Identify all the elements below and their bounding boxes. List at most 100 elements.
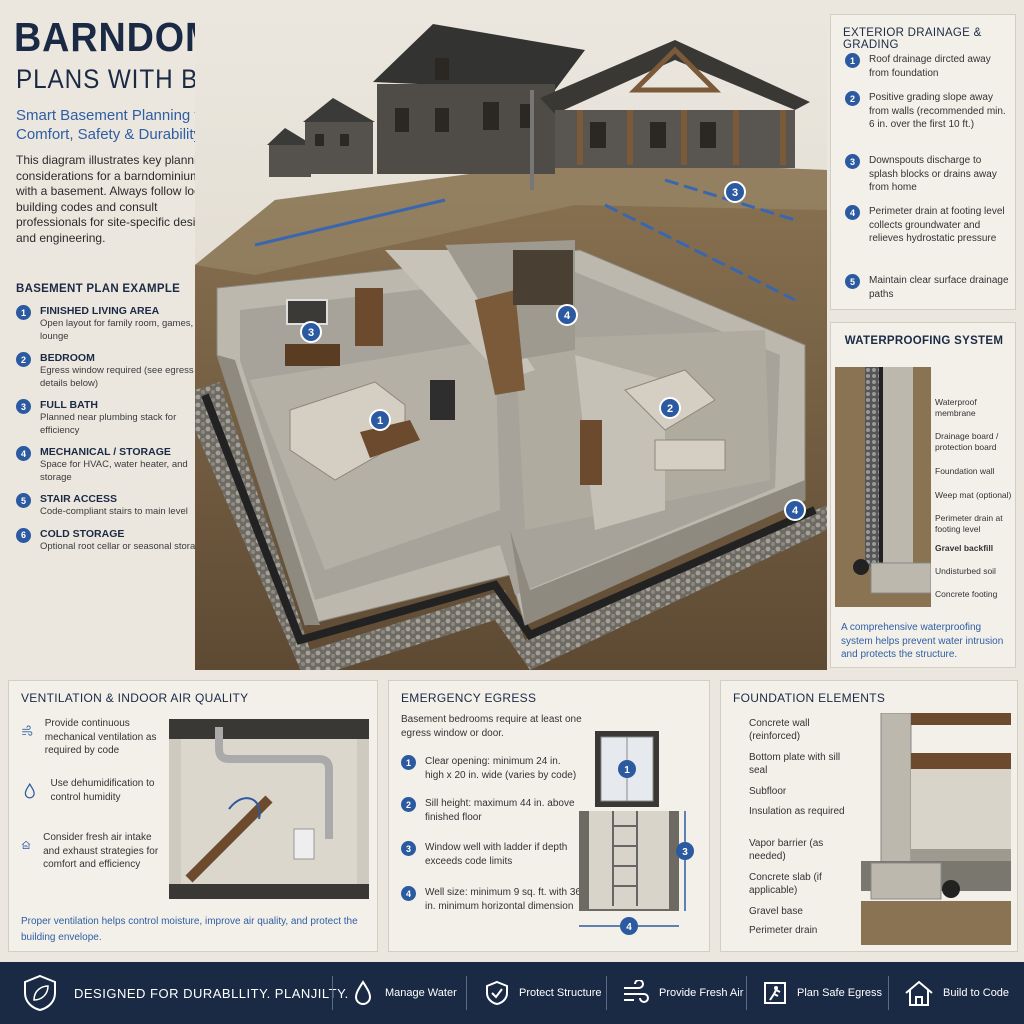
- tagline: Smart Basement Planning for Comfort, Saf…: [16, 107, 212, 143]
- item-desc: Sill height: maximum 44 in. above finish…: [425, 798, 575, 823]
- number-badge: 3: [401, 841, 416, 856]
- item-desc: Perimeter drain at footing level collect…: [869, 206, 1005, 244]
- footer-item-label: Protect Structure: [519, 987, 602, 999]
- footer-item: Protect Structure: [484, 962, 602, 1024]
- exterior-drainage-panel: EXTERIOR DRAINAGE & GRADING 1 Roof draina…: [830, 14, 1016, 310]
- number-badge: 4: [401, 886, 416, 901]
- number-badge: 6: [16, 527, 31, 543]
- ventilation-title: VENTILATION & INDOOR AIR QUALITY: [21, 691, 249, 705]
- item-desc: Code-compliant stairs to main level: [40, 506, 188, 517]
- intro-text: This diagram illustrates key planning co…: [16, 153, 211, 245]
- item-title: BEDROOM: [40, 352, 95, 364]
- egress-marker: 3: [676, 842, 694, 860]
- shield-leaf-icon: [24, 974, 56, 1012]
- item-desc: Roof drainage dircted away from foundati…: [869, 54, 991, 79]
- footer-item-label: Manage Water: [385, 987, 457, 999]
- svg-text:4: 4: [626, 922, 632, 933]
- diagram-label: Perimeter drain at footing level: [935, 513, 1003, 534]
- item-desc: Positive grading slope away from walls (…: [869, 92, 1006, 130]
- item-desc: Use dehumidification to control humidity: [50, 778, 155, 803]
- item-title: STAIR ACCESS: [40, 493, 118, 505]
- item-desc: Egress window required (see egress detai…: [40, 365, 194, 389]
- svg-text:1: 1: [377, 415, 383, 427]
- list-item: Provide continuous mechanical ventilatio…: [21, 717, 161, 758]
- basement-cutaway-illustration: 3 1 2 4 3 4: [195, 10, 827, 670]
- diagram-label: Gravel backfill: [935, 543, 994, 553]
- item-desc: Downspouts discharge to splash blocks or…: [869, 155, 997, 193]
- egress-marker: 4: [620, 917, 638, 935]
- diagram-label: Undisturbed soil: [935, 566, 996, 576]
- item-desc: Planned near plumbing stack for efficien…: [40, 412, 177, 436]
- number-badge: 4: [16, 446, 31, 461]
- svg-text:3: 3: [308, 327, 314, 339]
- footer-item-label: Provide Fresh Air: [659, 987, 744, 999]
- footer-item: Build to Code: [904, 962, 1009, 1024]
- shield-check-icon: [486, 980, 508, 1006]
- item-desc: Consider fresh air intake and exhaust st…: [43, 832, 159, 870]
- egress-icon: [764, 982, 786, 1004]
- footer-item-label: Plan Safe Egress: [797, 987, 882, 999]
- waterproofing-panel: WATERPROOFING SYSTEM Waterproof membrane…: [830, 322, 1016, 668]
- diagram-label: Concrete footing: [935, 589, 998, 599]
- air-flow-icon: [22, 725, 33, 736]
- water-drop-icon: [24, 782, 35, 799]
- egress-panel: EMERGENCY EGRESS Basement bedrooms requi…: [388, 680, 710, 952]
- ventilation-diagram: [169, 719, 369, 899]
- footer-motto: DESIGNED FOR DURABLLITY. PLANJILTY.: [74, 986, 349, 1001]
- item-desc: Open layout for family room, games, or l…: [40, 318, 205, 342]
- list-item: Concrete slab (if applicable): [749, 872, 822, 896]
- item-desc: Provide continuous mechanical ventilatio…: [44, 718, 157, 756]
- plan-marker: 4: [784, 499, 806, 521]
- item-desc: Well size: minimum 9 sq. ft. with 36 in.…: [425, 887, 581, 912]
- diagram-label: Foundation wall: [935, 466, 995, 476]
- number-badge: 1: [845, 53, 860, 68]
- number-badge: 2: [16, 352, 31, 367]
- svg-text:3: 3: [682, 847, 688, 858]
- item-desc: Space for HVAC, water heater, and storag…: [40, 459, 188, 483]
- perimeter-drain-pipe: [201, 393, 817, 645]
- egress-intro: Basement bedrooms require at least one e…: [401, 714, 582, 739]
- egress-marker: 1: [618, 760, 636, 778]
- list-item: 4 Well size: minimum 9 sq. ft. with 36 in…: [401, 886, 581, 913]
- item-desc: Clear opening: minimum 24 in. high x 20 …: [425, 756, 577, 781]
- item-title: FULL BATH: [40, 399, 98, 411]
- gravel-backfill: [195, 382, 827, 670]
- diagram-label: Waterproof membrane: [935, 397, 977, 418]
- waterproofing-note: A comprehensive waterproofing system hel…: [841, 622, 1004, 660]
- waterproofing-title: WATERPROOFING SYSTEM: [844, 335, 1004, 347]
- svg-text:1: 1: [624, 765, 630, 776]
- number-badge: 1: [401, 755, 416, 770]
- foundation-section-diagram: [861, 713, 1011, 945]
- number-badge: 2: [401, 797, 416, 812]
- number-badge: 5: [845, 274, 860, 289]
- item-desc: Optional root cellar or seasonal storage: [40, 540, 206, 552]
- number-badge: 1: [16, 305, 31, 320]
- waterproofing-section-diagram: [835, 367, 931, 607]
- footer-item-label: Build to Code: [943, 987, 1010, 999]
- plan-marker: 1: [369, 409, 391, 431]
- ventilation-note: Proper ventilation helps control moistur…: [21, 916, 358, 943]
- list-item: Bottom plate with sill seal: [749, 752, 841, 776]
- list-item: Insulation as required: [749, 806, 845, 817]
- plan-marker: 4: [556, 304, 578, 326]
- number-badge: 3: [16, 399, 31, 414]
- plan-marker: 3: [724, 181, 746, 203]
- exterior-drainage-title: EXTERIOR DRAINAGE & GRADING: [843, 27, 982, 51]
- barndominium-house: [267, 24, 810, 190]
- list-item: Vapor barrier (as needed): [749, 838, 824, 862]
- foundation-title: FOUNDATION ELEMENTS: [733, 691, 886, 705]
- list-item: Subfloor: [749, 786, 787, 797]
- plan-marker: 3: [300, 321, 322, 343]
- item-desc: Window well with ladder if depth exceeds…: [425, 842, 568, 867]
- list-item: 1 Roof drainage dircted away from foundat…: [845, 53, 1011, 80]
